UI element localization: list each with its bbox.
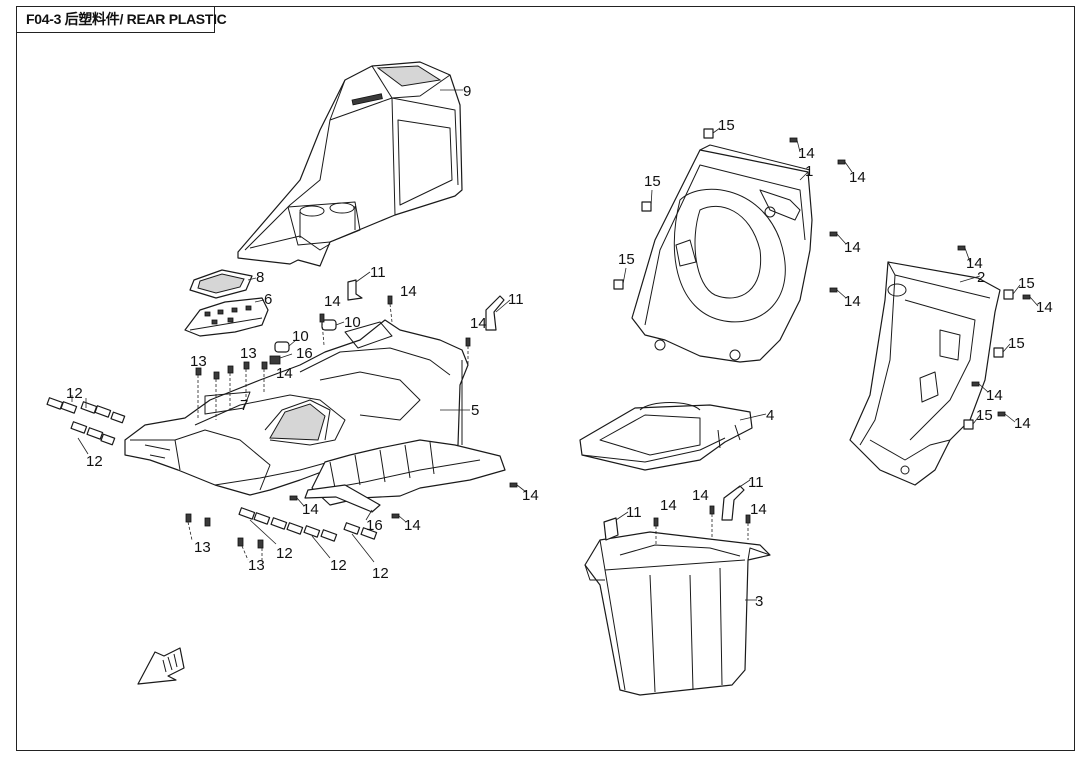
- label-part-11d: 11: [748, 474, 764, 491]
- label-part-11c: 11: [626, 504, 642, 521]
- label-part-14b: 14: [400, 283, 417, 300]
- label-part-14f: 14: [302, 501, 319, 518]
- label-part-6: 6: [264, 291, 272, 308]
- part-3-storage-box: [584, 531, 771, 696]
- label-part-12b: 12: [86, 453, 103, 470]
- label-part-3: 3: [755, 593, 763, 610]
- label-part-15b: 15: [644, 173, 661, 190]
- label-part-14n: 14: [844, 293, 861, 310]
- part-1-left-fender: [631, 144, 813, 363]
- part-labels: 1 2 3 4 5 6 7 8 9 10 10 11 11 11 11 12 1…: [66, 83, 1053, 610]
- diagram-title: F04-3 后塑料件/ REAR PLASTIC: [16, 6, 227, 33]
- part-5-rear-body: [124, 319, 469, 496]
- part-2-right-fender: [849, 261, 1001, 486]
- label-part-13b: 13: [248, 557, 265, 574]
- part-4-tray: [579, 402, 753, 471]
- label-part-14j: 14: [750, 501, 767, 518]
- label-part-12d: 12: [330, 557, 347, 574]
- label-part-9: 9: [463, 83, 471, 100]
- label-part-2: 2: [977, 269, 985, 286]
- label-part-5: 5: [471, 402, 479, 419]
- label-part-14r: 14: [1014, 415, 1031, 432]
- label-part-14a: 14: [324, 293, 341, 310]
- drawing-frame: [16, 6, 1075, 751]
- label-part-14o: 14: [966, 255, 983, 272]
- label-part-10a: 10: [292, 328, 309, 345]
- part-9-rear-hood: [237, 61, 463, 267]
- label-part-14h: 14: [660, 497, 677, 514]
- label-part-4: 4: [766, 407, 774, 424]
- label-part-12a: 12: [66, 385, 83, 402]
- label-part-14d: 14: [276, 365, 293, 382]
- label-part-14p: 14: [1036, 299, 1053, 316]
- label-part-12e: 12: [372, 565, 389, 582]
- label-part-8: 8: [256, 269, 264, 286]
- label-part-13c: 13: [190, 353, 207, 370]
- fasteners: [46, 128, 1031, 549]
- label-part-14m: 14: [844, 239, 861, 256]
- leader-lines: [71, 89, 1039, 601]
- fwd-arrow-icon: [137, 647, 185, 685]
- label-part-14q: 14: [986, 387, 1003, 404]
- label-part-16a: 16: [296, 345, 313, 362]
- label-part-1: 1: [805, 163, 813, 180]
- label-part-14g: 14: [404, 517, 421, 534]
- part-8-tray: [189, 269, 253, 299]
- part-6-cover-plate: [184, 297, 269, 337]
- label-part-7: 7: [240, 397, 248, 414]
- label-part-13d: 13: [240, 345, 257, 362]
- label-part-15d: 15: [1018, 275, 1035, 292]
- label-part-14k: 14: [798, 145, 815, 162]
- label-part-16b: 16: [366, 517, 383, 534]
- label-part-15f: 15: [976, 407, 993, 424]
- label-part-15e: 15: [1008, 335, 1025, 352]
- label-part-11b: 11: [508, 291, 524, 308]
- label-part-14e: 14: [522, 487, 539, 504]
- part-16-rail: [304, 484, 381, 513]
- label-part-11a: 11: [370, 264, 386, 281]
- label-part-14l: 14: [849, 169, 866, 186]
- label-part-13a: 13: [194, 539, 211, 556]
- label-part-14i: 14: [692, 487, 709, 504]
- label-part-15a: 15: [718, 117, 735, 134]
- label-part-12c: 12: [276, 545, 293, 562]
- label-part-10b: 10: [344, 314, 361, 331]
- label-part-14c: 14: [470, 315, 487, 332]
- label-part-15c: 15: [618, 251, 635, 268]
